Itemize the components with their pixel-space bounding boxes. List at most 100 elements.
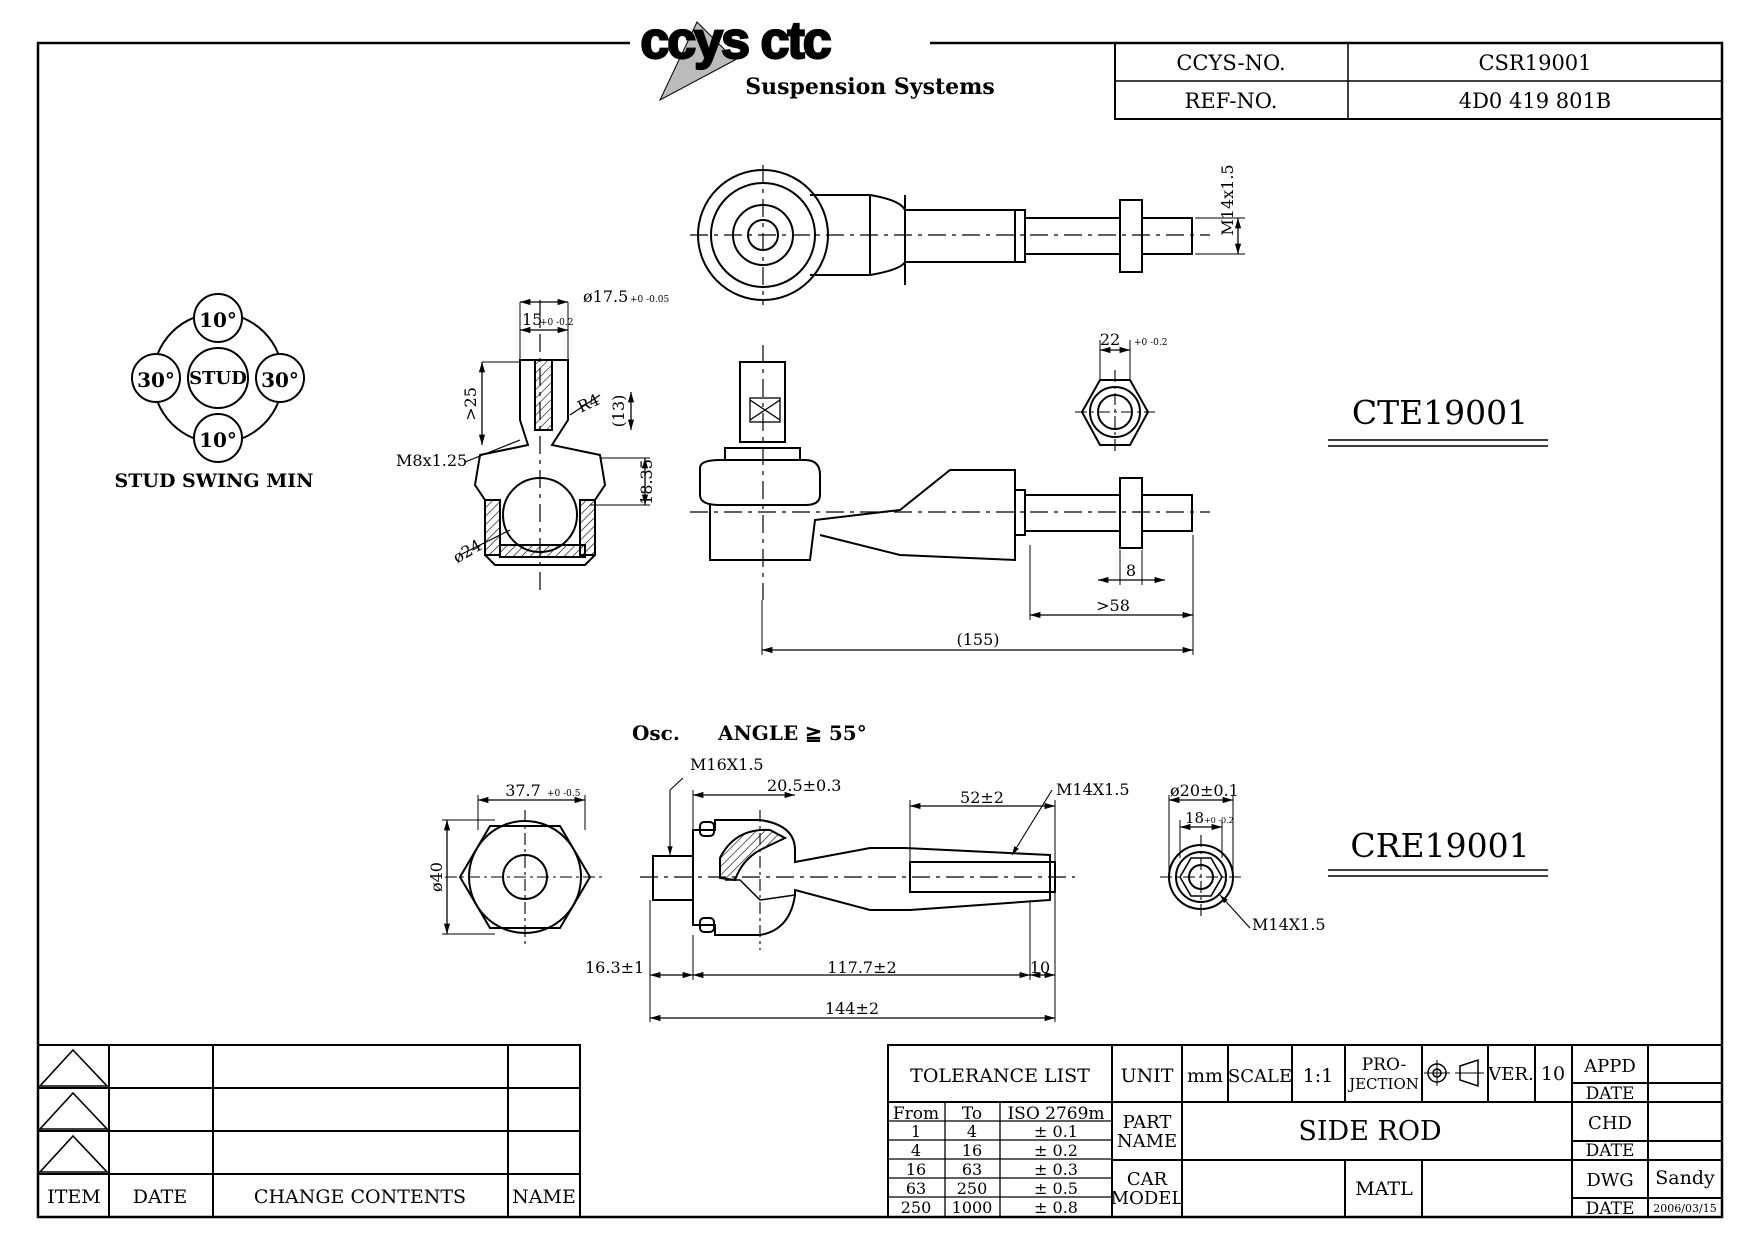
- cre-dim-37-7: 37.7: [505, 781, 541, 800]
- projection-label-1: PRO-: [1362, 1055, 1407, 1075]
- tol-row-value: ± 0.1: [1034, 1122, 1078, 1141]
- logo-subtitle: Suspension Systems: [745, 74, 995, 100]
- tol-row-to: 1000: [952, 1198, 993, 1217]
- company-logo: ccys ctc Suspension Systems: [639, 11, 995, 102]
- tol-row-from: 63: [906, 1179, 926, 1198]
- part-name-label-1: PART: [1123, 1112, 1172, 1133]
- cte-dim-r4: R4: [574, 390, 602, 417]
- cte-dim-gt25: >25: [461, 387, 480, 421]
- tol-row-to: 63: [962, 1160, 982, 1179]
- cte-dim-dia24: ø24: [450, 536, 485, 567]
- cte-dim-dia17-5: ø17.5: [583, 287, 628, 306]
- tol-row-from: 1: [911, 1122, 921, 1141]
- cre-dim-m14a: M14X1.5: [1056, 780, 1130, 799]
- change-table: [37, 1044, 581, 1218]
- part-name-label-2: NAME: [1117, 1131, 1177, 1152]
- cre-dim-dia20: ø20±0.1: [1170, 781, 1239, 800]
- tol-header-to: To: [962, 1104, 982, 1124]
- tol-row-from: 250: [901, 1198, 932, 1217]
- change-header-contents: CHANGE CONTENTS: [254, 1186, 466, 1208]
- tolerance-rows: 1 4 ± 0.1 4 16 ± 0.2 16 63 ± 0.3 63 250 …: [901, 1122, 1078, 1217]
- sheet-border: [36, 41, 1724, 1219]
- car-model-label-1: CAR: [1127, 1169, 1168, 1190]
- unit-label: UNIT: [1121, 1065, 1174, 1087]
- cre-osc-label: Osc.: [632, 721, 680, 745]
- cte-dim-22: 22: [1100, 330, 1120, 349]
- matl-label: MATL: [1355, 1178, 1413, 1200]
- cte-side-view: [690, 345, 1210, 655]
- tol-row-value: ± 0.5: [1034, 1179, 1078, 1198]
- cte-top-view: [690, 165, 1245, 305]
- date-label-1: DATE: [1586, 1084, 1635, 1104]
- cre-dim-117-7: 117.7±2: [827, 958, 896, 977]
- cte-dim-dia17-5-tol: +0 -0.05: [630, 295, 669, 305]
- date-label-3: DATE: [1586, 1199, 1635, 1219]
- cre-dim-10: 10: [1030, 958, 1050, 977]
- tol-header-from: From: [893, 1104, 939, 1124]
- cte-dim-15: 15: [522, 310, 542, 329]
- stud-swing-left: 30°: [137, 368, 175, 392]
- ref-no-label: REF-NO.: [1185, 89, 1278, 113]
- tol-row-to: 4: [967, 1122, 977, 1141]
- change-header-item: ITEM: [47, 1186, 101, 1208]
- tol-row-to: 250: [957, 1179, 988, 1198]
- cte-dim-m14-top: M14x1.5: [1218, 164, 1237, 235]
- cte-dim-155: (155): [956, 630, 999, 649]
- tol-row-from: 16: [906, 1160, 926, 1179]
- scale-label: SCALE: [1228, 1066, 1292, 1087]
- cre-dim-20-5: 20.5±0.3: [767, 776, 841, 795]
- cre-angle-label: ANGLE ≧ 55°: [717, 721, 867, 745]
- cre-dim-16-3: 16.3±1: [585, 958, 644, 977]
- cre-dim-144: 144±2: [825, 999, 879, 1018]
- cre-dim-m14b: M14X1.5: [1252, 915, 1326, 934]
- ver-value: 10: [1541, 1063, 1565, 1085]
- cre-end-view-left: [442, 795, 605, 945]
- ver-label: VER.: [1487, 1064, 1533, 1085]
- appd-label: APPD: [1583, 1056, 1636, 1077]
- cre-dim-m16: M16X1.5: [690, 755, 764, 774]
- tol-row-value: ± 0.2: [1034, 1141, 1078, 1160]
- ccys-no-value: CSR19001: [1478, 51, 1591, 75]
- cre-dim-18: 18: [1185, 809, 1204, 827]
- stud-swing-diagram: [131, 293, 305, 463]
- stud-swing-center: STUD: [189, 368, 247, 389]
- tol-row-value: ± 0.3: [1034, 1160, 1078, 1179]
- tolerance-list-label: TOLERANCE LIST: [910, 1065, 1090, 1087]
- change-header-date: DATE: [133, 1186, 187, 1208]
- cte-dim-8: 8: [1126, 561, 1136, 580]
- title-block: [887, 1044, 1723, 1218]
- cte-hex-view: [1075, 340, 1155, 455]
- tol-row-from: 4: [911, 1141, 921, 1160]
- stud-swing-bottom: 10°: [199, 428, 237, 452]
- dwg-value: Sandy: [1655, 1167, 1715, 1189]
- chd-label: CHD: [1588, 1113, 1632, 1134]
- ccys-no-label: CCYS-NO.: [1176, 51, 1285, 75]
- cre-dim-37-7-tol: +0 -0.5: [547, 789, 581, 799]
- date-label-2: DATE: [1586, 1141, 1635, 1161]
- cre-end-view-right: [1160, 795, 1251, 929]
- cre-dim-52: 52±2: [960, 788, 1004, 807]
- cte-dim-15-tol: +0 -0.2: [540, 318, 573, 328]
- projection-label-2: JECTION: [1347, 1075, 1419, 1093]
- cte-title: CTE19001: [1352, 393, 1528, 432]
- stud-swing-top: 10°: [199, 308, 237, 332]
- cte-dim-18-35: 18.35: [637, 459, 656, 505]
- cre-title: CRE19001: [1350, 826, 1529, 865]
- part-name-value: SIDE ROD: [1298, 1116, 1441, 1147]
- car-model-label-2: MODEL: [1111, 1188, 1184, 1209]
- cre-dim-18-tol: +0 -0.2: [1204, 816, 1234, 825]
- ref-no-value: 4D0 419 801B: [1459, 89, 1612, 113]
- stud-swing-caption: STUD SWING MIN: [115, 470, 314, 492]
- scale-value: 1:1: [1303, 1065, 1334, 1087]
- change-header-name: NAME: [512, 1186, 576, 1208]
- cte-dim-m8: M8x1.25: [396, 451, 467, 470]
- unit-value: mm: [1187, 1065, 1223, 1087]
- dwg-label: DWG: [1586, 1170, 1633, 1191]
- logo-text: ccys ctc: [640, 12, 830, 70]
- tol-row-to: 16: [962, 1141, 982, 1160]
- cte-section-view: [459, 298, 650, 590]
- tol-row-value: ± 0.8: [1034, 1198, 1078, 1217]
- cte-dim-gt58: >58: [1096, 596, 1130, 615]
- stud-swing-right: 30°: [261, 368, 299, 392]
